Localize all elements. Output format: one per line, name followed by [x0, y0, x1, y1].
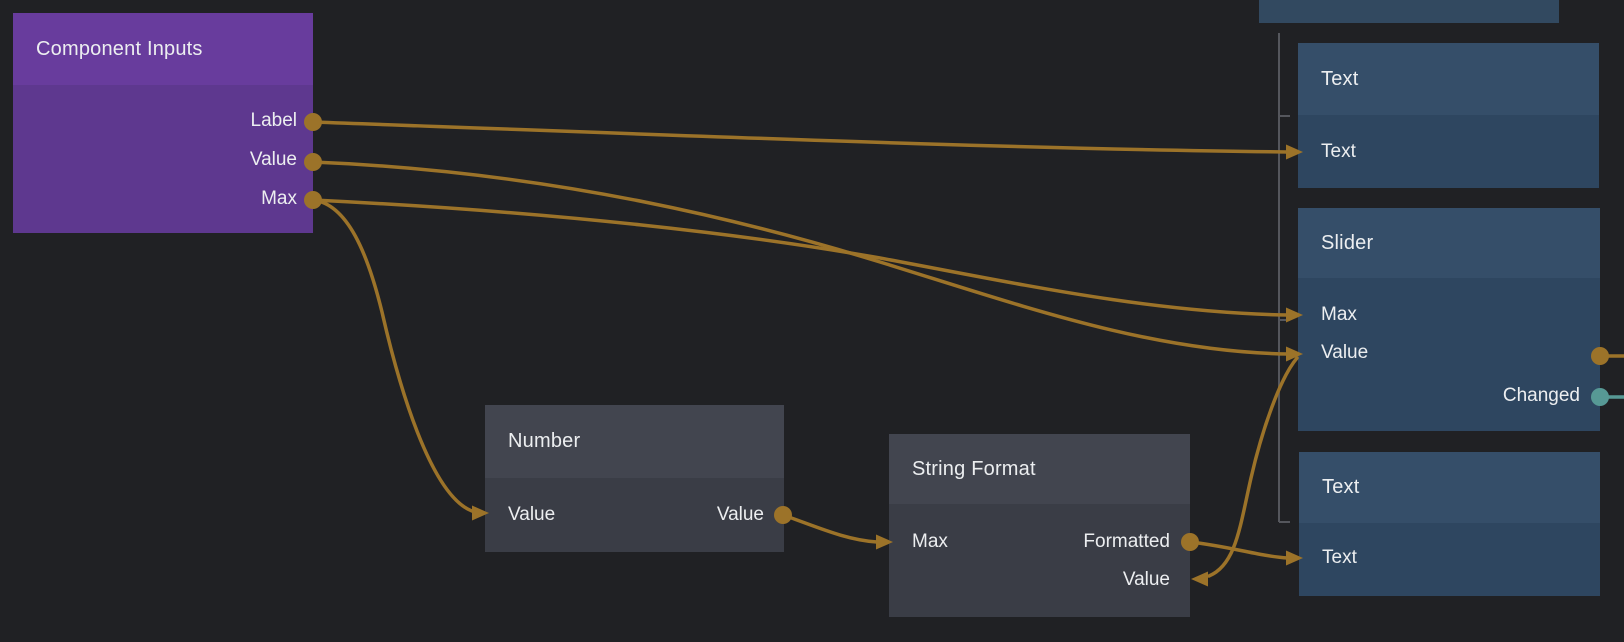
- node-component-inputs[interactable]: Component Inputs Label Value Max: [13, 13, 313, 233]
- node-title: Text: [1321, 67, 1359, 90]
- node-body: [1298, 115, 1599, 188]
- node-header: Text: [1298, 43, 1599, 115]
- wire-label-to-text-top[interactable]: [311, 120, 1290, 154]
- output-row-changed: Changed: [1502, 385, 1580, 406]
- node-header: Slider: [1298, 208, 1600, 278]
- input-row-max: Max: [1321, 304, 1357, 325]
- node-string-format[interactable]: String Format Max Formatted Value: [889, 434, 1190, 617]
- node-header: String Format: [889, 434, 1190, 504]
- node-title: Slider: [1321, 231, 1374, 254]
- output-row-formatted: Formatted: [1083, 531, 1170, 552]
- input-row-text: Text: [1322, 547, 1357, 568]
- node-body: [485, 478, 784, 552]
- node-slider[interactable]: Slider Max Value Changed: [1298, 208, 1600, 431]
- node-header: Text: [1299, 452, 1600, 523]
- input-row-value-right: Value: [1122, 569, 1170, 590]
- wire-slider-value-to-string-format-value-arrowhead: [1191, 571, 1208, 587]
- node-title: Component Inputs: [36, 37, 203, 60]
- node-body: [13, 85, 313, 233]
- wire-value-to-slider-value[interactable]: [311, 160, 1290, 356]
- output-row-value: Value: [249, 149, 297, 170]
- node-body: [1298, 278, 1600, 431]
- wire-number-to-string-format-max[interactable]: [781, 513, 879, 544]
- node-title: Text: [1322, 476, 1360, 498]
- node-header: Component Inputs: [13, 13, 313, 85]
- node-body: [1299, 523, 1600, 596]
- node-header: Number: [485, 405, 784, 478]
- wire-formatted-to-text-bottom[interactable]: [1188, 540, 1290, 560]
- wire-max-to-slider-max[interactable]: [311, 198, 1290, 317]
- input-row-max: Max: [912, 531, 948, 552]
- input-row-value: Value: [508, 504, 556, 525]
- node-title: String Format: [912, 457, 1036, 480]
- output-row-value: Value: [716, 504, 764, 525]
- wire-max-to-number-value[interactable]: [311, 198, 474, 513]
- output-row-label: Label: [250, 110, 298, 131]
- output-row-max: Max: [261, 188, 297, 209]
- node-partial-top[interactable]: [1259, 0, 1559, 23]
- node-title: Number: [508, 430, 581, 452]
- node-text-bottom[interactable]: Text Text: [1299, 452, 1600, 596]
- input-row-value: Value: [1321, 342, 1369, 363]
- node-number[interactable]: Number Value Value: [485, 405, 784, 552]
- node-body: [889, 504, 1190, 617]
- wire-slider-value-to-string-format-value[interactable]: [1207, 356, 1299, 578]
- node-text-top[interactable]: Text Text: [1298, 43, 1599, 188]
- input-row-text: Text: [1321, 141, 1356, 162]
